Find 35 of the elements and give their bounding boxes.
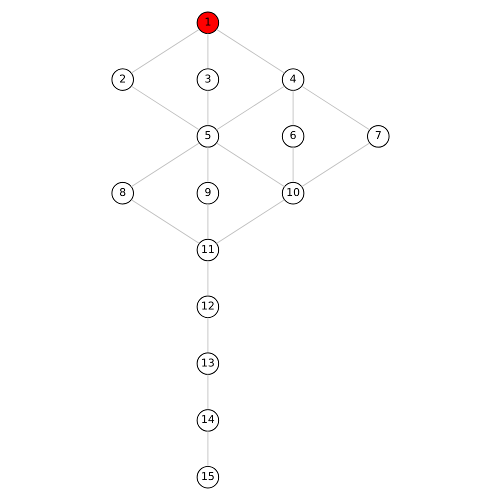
connector bbox=[130, 86, 200, 130]
node-circle: 9 bbox=[196, 182, 219, 204]
node-circle: 14 bbox=[196, 409, 219, 432]
connector bbox=[206, 374, 208, 410]
node-circle: 5 bbox=[196, 125, 219, 148]
connector bbox=[130, 28, 200, 74]
node-circle: 8 bbox=[110, 182, 134, 204]
connector bbox=[206, 430, 208, 467]
node-circle: 7 bbox=[366, 125, 390, 148]
node-circle: 2 bbox=[110, 68, 134, 91]
connector bbox=[206, 90, 208, 126]
connector bbox=[206, 33, 208, 69]
connector bbox=[292, 90, 294, 126]
connector bbox=[216, 199, 284, 244]
connector bbox=[206, 203, 208, 240]
connector bbox=[300, 142, 370, 188]
connector bbox=[216, 142, 284, 188]
node-circle: 4 bbox=[281, 68, 304, 91]
node-circle: 15 bbox=[196, 466, 219, 488]
connector bbox=[206, 260, 208, 296]
connector bbox=[216, 86, 284, 130]
node-circle: 12 bbox=[196, 296, 219, 318]
node-circle: 11 bbox=[196, 238, 219, 262]
node-circle: 6 bbox=[281, 125, 304, 148]
connector bbox=[292, 146, 294, 183]
connector bbox=[130, 142, 200, 188]
connector bbox=[206, 317, 208, 354]
node-circle: 3 bbox=[196, 68, 219, 91]
node-circle: 1 bbox=[196, 12, 219, 34]
connector bbox=[206, 146, 208, 183]
connector bbox=[130, 199, 200, 244]
connector bbox=[216, 28, 284, 74]
connector bbox=[300, 86, 370, 130]
node-circle: 10 bbox=[281, 182, 304, 204]
node-circle: 13 bbox=[196, 352, 219, 375]
